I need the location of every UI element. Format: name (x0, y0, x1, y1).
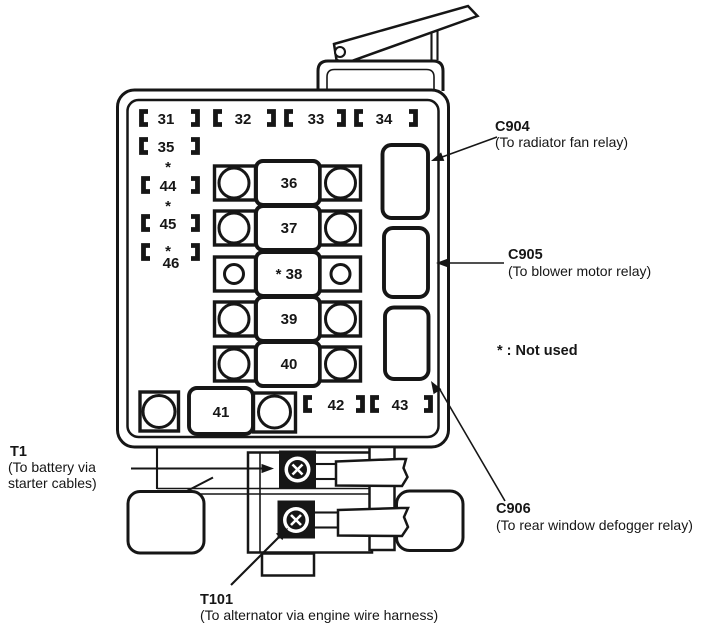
starter-cable (334, 457, 409, 488)
fuse-31: 31 (142, 111, 198, 128)
alternator-cable (336, 506, 410, 538)
fuse-31-number: 31 (158, 111, 175, 128)
callout-c904: C904 (To radiator fan relay) (495, 119, 628, 150)
fuse-45: * 45 (144, 198, 198, 233)
relay-37: 37 (212, 204, 363, 252)
fusebox-base (126, 445, 465, 577)
fuse-34: 34 (357, 111, 416, 128)
fuse-45-number: 45 (160, 216, 177, 233)
fuse-45-not-used-asterisk: * (165, 198, 171, 215)
fuse-32: 32 (216, 111, 274, 128)
c906-description: (To rear window defogger relay) (496, 517, 693, 533)
relay-36-number: 36 (281, 175, 298, 192)
relay-39: 39 (212, 295, 363, 343)
terminal-t1 (279, 450, 316, 488)
relay-40: 40 (212, 340, 363, 388)
callout-c905: C905 (To blower motor relay) (508, 247, 651, 279)
fuse-44-number: 44 (160, 178, 177, 195)
relay-slot-c904 (380, 143, 430, 220)
leader-c904 (429, 136, 498, 166)
fuse-44-not-used-asterisk: * (165, 159, 171, 176)
c904-code: C904 (495, 119, 530, 135)
not-used-note: * : Not used (497, 343, 578, 359)
fuse-42: 42 (306, 397, 363, 414)
fuse-32-number: 32 (235, 111, 252, 128)
relay-40-number: 40 (281, 356, 298, 373)
leader-c906 (427, 378, 506, 502)
relay-slot-c905 (382, 226, 430, 299)
leader-t101 (230, 524, 292, 586)
t1-bolt-cross (291, 463, 304, 476)
c905-code: C905 (508, 247, 543, 263)
fuse-35: 35 (142, 139, 198, 156)
cover-latch-lever (316, 4, 480, 91)
t1-description-line2: starter cables) (8, 475, 97, 491)
fuse-46-number: 46 (163, 255, 180, 272)
c905-description: (To blower motor relay) (508, 263, 651, 279)
c906-code: C906 (496, 501, 531, 517)
leader-t1 (131, 463, 274, 474)
t101-bolt-cross (290, 514, 302, 526)
t101-description: (To alternator via engine wire harness) (200, 607, 438, 623)
callout-t1: T1 (To battery via starter cables) (8, 444, 97, 491)
fuse-35-number: 35 (158, 139, 175, 156)
relay-39-number: 39 (281, 311, 298, 328)
fuse-46-not-used-asterisk: * (165, 243, 171, 260)
base-tab (260, 552, 316, 577)
t1-code: T1 (10, 444, 27, 460)
t1-description-line1: (To battery via (8, 459, 96, 475)
c904-description: (To radiator fan relay) (495, 134, 628, 150)
relay-slot-c906 (383, 305, 431, 381)
fuse-33-number: 33 (308, 111, 325, 128)
fuse-34-number: 34 (376, 111, 393, 128)
leader-c905 (436, 258, 504, 268)
battery-cable-end (126, 490, 206, 555)
terminal-t101 (277, 500, 315, 539)
fuse-43: 43 (373, 397, 431, 414)
fuse-46: * 46 (144, 243, 198, 272)
relay-37-number: 37 (281, 220, 298, 237)
fuse-43-number: 43 (392, 397, 409, 414)
relay-41-number: 41 (213, 404, 230, 421)
relay-41: 41 (138, 386, 298, 436)
callout-c906: C906 (To rear window defogger relay) (496, 501, 693, 533)
fuse-42-number: 42 (328, 397, 345, 414)
relay-36: 36 (212, 159, 363, 207)
callout-t101: T101 (To alternator via engine wire harn… (200, 592, 438, 623)
relay-38-not-used: * 38 (212, 250, 363, 298)
fuse-44: * 44 (144, 159, 198, 195)
fuse-33: 33 (287, 111, 344, 128)
not-used-note-text: * : Not used (497, 343, 578, 359)
relay-38-number: * 38 (276, 266, 303, 283)
t101-code: T101 (200, 592, 233, 608)
